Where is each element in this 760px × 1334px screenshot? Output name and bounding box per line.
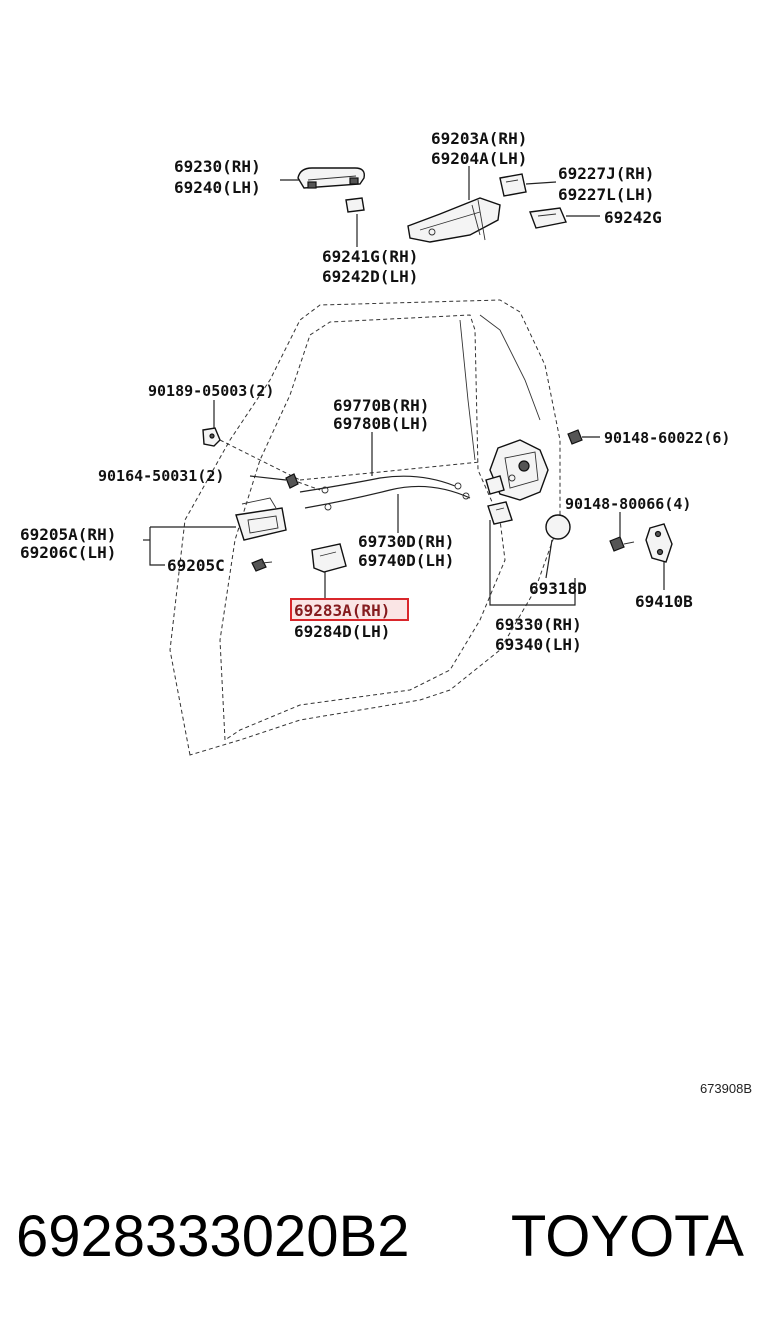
gasket-69242g	[529, 207, 600, 229]
highlight-box	[290, 598, 409, 621]
label-69242g: 69242G	[604, 208, 662, 227]
label-69227l: 69227L(LH)	[558, 185, 654, 204]
label-69318d: 69318D	[529, 579, 587, 598]
label-69340: 69340(LH)	[495, 635, 582, 654]
lock-cables	[299, 432, 471, 533]
outside-handle-69230	[280, 167, 365, 247]
door-outline	[169, 299, 561, 756]
label-69740d: 69740D(LH)	[358, 551, 454, 570]
footer-brand: TOYOTA	[511, 1204, 744, 1269]
screw-90164	[249, 473, 321, 491]
label-69242d: 69242D(LH)	[322, 267, 418, 286]
label-69240: 69240(LH)	[174, 178, 261, 197]
label-69284d: 69284D(LH)	[294, 622, 390, 641]
clip-90189	[202, 400, 301, 481]
striker-69410b	[645, 523, 673, 590]
cover-69227j	[499, 173, 557, 197]
label-69205a: 69205A(RH)	[20, 525, 116, 544]
part-labels: 69230(RH) 69240(LH) 69203A(RH) 69204A(LH…	[20, 129, 730, 654]
label-69730d: 69730D(RH)	[358, 532, 454, 551]
label-69770b: 69770B(RH)	[333, 396, 429, 415]
door-lock-69330	[485, 439, 576, 606]
screw-69205c	[251, 558, 273, 572]
label-90164: 90164-50031(2)	[98, 467, 224, 485]
label-90189: 90189-05003(2)	[148, 382, 274, 400]
label-69206c: 69206C(LH)	[20, 543, 116, 562]
label-69241g: 69241G(RH)	[322, 247, 418, 266]
label-69227j: 69227J(RH)	[558, 164, 654, 183]
grommet-69318d	[545, 514, 571, 579]
label-69205c: 69205C	[167, 556, 225, 575]
label-69283a: 69283A(RH)	[294, 601, 390, 620]
screw-90148-60022	[567, 429, 600, 445]
label-69780b: 69780B(LH)	[333, 414, 429, 433]
label-69230: 69230(RH)	[174, 157, 261, 176]
label-69203a: 69203A(RH)	[431, 129, 527, 148]
footer-part-number: 6928333020B2	[16, 1204, 410, 1269]
label-90148-60022: 90148-60022(6)	[604, 429, 730, 447]
screw-90148-80066	[609, 512, 635, 552]
label-90148-80066: 90148-80066(4)	[565, 495, 691, 513]
handle-frame-69203a	[407, 166, 501, 243]
label-69330: 69330(RH)	[495, 615, 582, 634]
inside-handle-69205a	[143, 497, 287, 566]
label-69410b: 69410B	[635, 592, 693, 611]
figure-code: 673908B	[700, 1081, 752, 1096]
bezel-69283a	[311, 543, 347, 600]
label-69204a: 69204A(LH)	[431, 149, 527, 168]
